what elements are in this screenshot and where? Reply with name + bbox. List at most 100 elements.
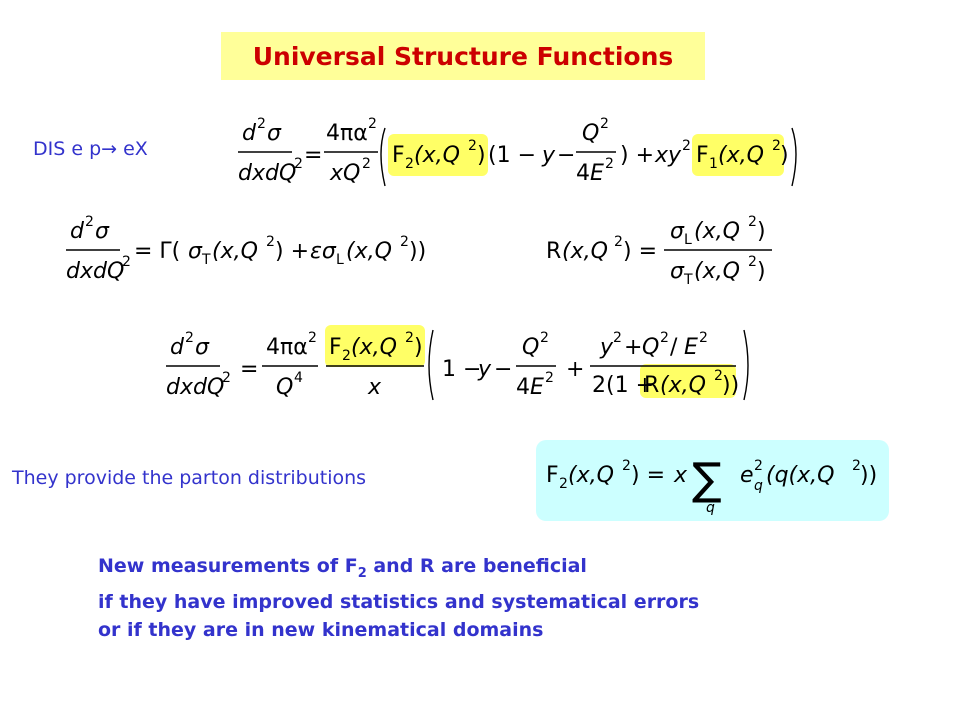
svg-text:): ) <box>757 259 766 284</box>
svg-text:2: 2 <box>748 214 757 230</box>
svg-text:y: y <box>599 335 614 360</box>
svg-text:2: 2 <box>308 330 317 346</box>
svg-text:2: 2 <box>614 234 623 250</box>
svg-text:2: 2 <box>368 116 377 132</box>
svg-text:4: 4 <box>516 375 530 400</box>
title-box: Universal Structure Functions <box>221 32 705 80</box>
svg-text:σ: σ <box>670 219 685 244</box>
f1-highlight <box>692 134 784 176</box>
svg-text:R: R <box>546 239 561 264</box>
svg-text:2: 2 <box>622 458 631 474</box>
svg-text:4: 4 <box>294 370 303 386</box>
svg-text:(1 −: (1 − <box>488 143 536 168</box>
f2-highlight-1 <box>388 134 488 176</box>
svg-text:2: 2 <box>754 458 763 474</box>
svg-text:T: T <box>683 272 693 288</box>
svg-text:) =: ) = <box>631 463 665 488</box>
f2-formula-box <box>536 440 889 521</box>
svg-text:Q: Q <box>522 335 539 360</box>
svg-text:(x,Q: (x,Q <box>694 219 740 244</box>
slide-title: Universal Structure Functions <box>252 41 674 71</box>
svg-text:σ: σ <box>95 219 110 244</box>
svg-text:Q: Q <box>582 121 599 146</box>
svg-text:2: 2 <box>468 138 477 154</box>
svg-text:(x,Q: (x,Q <box>346 239 392 264</box>
svg-text:2: 2 <box>559 476 568 492</box>
svg-text:σ: σ <box>188 239 203 264</box>
svg-text:2: 2 <box>600 116 609 132</box>
svg-text:2: 2 <box>714 368 723 384</box>
svg-text:x: x <box>673 463 688 488</box>
svg-text:(x,Q: (x,Q <box>718 143 764 168</box>
svg-text:)): )) <box>722 373 739 398</box>
svg-text:L: L <box>684 232 692 248</box>
svg-text:−: − <box>557 143 575 168</box>
svg-text:+: + <box>566 357 584 382</box>
svg-text:2: 2 <box>682 138 691 154</box>
svg-text:2: 2 <box>405 156 414 172</box>
svg-text:(x,Q: (x,Q <box>212 239 258 264</box>
svg-text:/: / <box>670 335 678 360</box>
dis-process-label: DIS e p→ eX <box>33 138 148 160</box>
svg-text:q: q <box>706 500 715 516</box>
svg-text:) =: ) = <box>623 239 657 264</box>
svg-text:εσ: εσ <box>310 239 337 264</box>
svg-text:dxdQ: dxdQ <box>66 259 124 284</box>
svg-text:2: 2 <box>122 254 131 270</box>
svg-text:T: T <box>201 252 211 268</box>
svg-text:(q(x,Q: (q(x,Q <box>766 463 834 488</box>
svg-text:)): )) <box>409 239 426 264</box>
svg-text:E: E <box>684 335 698 360</box>
svg-text:2: 2 <box>748 254 757 270</box>
svg-text:y: y <box>541 143 556 168</box>
svg-text:): ) <box>414 335 423 360</box>
svg-text:σ: σ <box>267 121 282 146</box>
svg-text:2: 2 <box>772 138 781 154</box>
conclusion-line-3: or if they are in new kinematical domain… <box>98 618 544 641</box>
f2-highlight-2 <box>325 325 425 367</box>
svg-text:dxdQ: dxdQ <box>238 161 296 186</box>
svg-text:σ: σ <box>195 335 210 360</box>
svg-text:σ: σ <box>670 259 685 284</box>
svg-text:(x,Q: (x,Q <box>694 259 740 284</box>
svg-text:(x,Q: (x,Q <box>568 463 614 488</box>
svg-text:4πα: 4πα <box>266 335 308 360</box>
svg-text:E: E <box>530 375 544 400</box>
svg-text:d: d <box>242 121 257 146</box>
svg-text:(x,Q: (x,Q <box>351 335 397 360</box>
conclusion-text: New measurements of F2 and R are benefic… <box>98 552 699 644</box>
svg-text:2: 2 <box>660 330 669 346</box>
svg-text:) +: ) + <box>620 143 654 168</box>
svg-text:+: + <box>624 335 642 360</box>
svg-text:4: 4 <box>576 161 590 186</box>
svg-text:(x,Q: (x,Q <box>562 239 608 264</box>
svg-text:2: 2 <box>294 156 303 172</box>
svg-text:d: d <box>70 219 85 244</box>
svg-text:F: F <box>329 335 342 360</box>
svg-text:x: x <box>367 375 382 400</box>
conclusion-line-1: New measurements of F2 and R are benefic… <box>98 555 587 581</box>
svg-text:2: 2 <box>185 330 194 346</box>
parton-distributions-label: They provide the parton distributions <box>12 467 367 489</box>
svg-text:L: L <box>336 252 344 268</box>
svg-text:): ) <box>757 219 766 244</box>
svg-text:): ) <box>780 143 789 168</box>
svg-text:R: R <box>644 373 659 398</box>
svg-text:=: = <box>304 143 322 168</box>
svg-text:) +: ) + <box>275 239 309 264</box>
svg-text:∑: ∑ <box>692 454 722 505</box>
svg-text:2: 2 <box>540 330 549 346</box>
svg-text:2: 2 <box>405 330 414 346</box>
conclusion-line-2: if they have improved statistics and sys… <box>98 590 700 613</box>
svg-text:2: 2 <box>257 116 266 132</box>
svg-text:E: E <box>590 161 604 186</box>
svg-text:d: d <box>170 335 185 360</box>
svg-text:(x,Q: (x,Q <box>660 373 706 398</box>
svg-text:2: 2 <box>545 370 554 386</box>
svg-text:1 −: 1 − <box>442 357 481 382</box>
